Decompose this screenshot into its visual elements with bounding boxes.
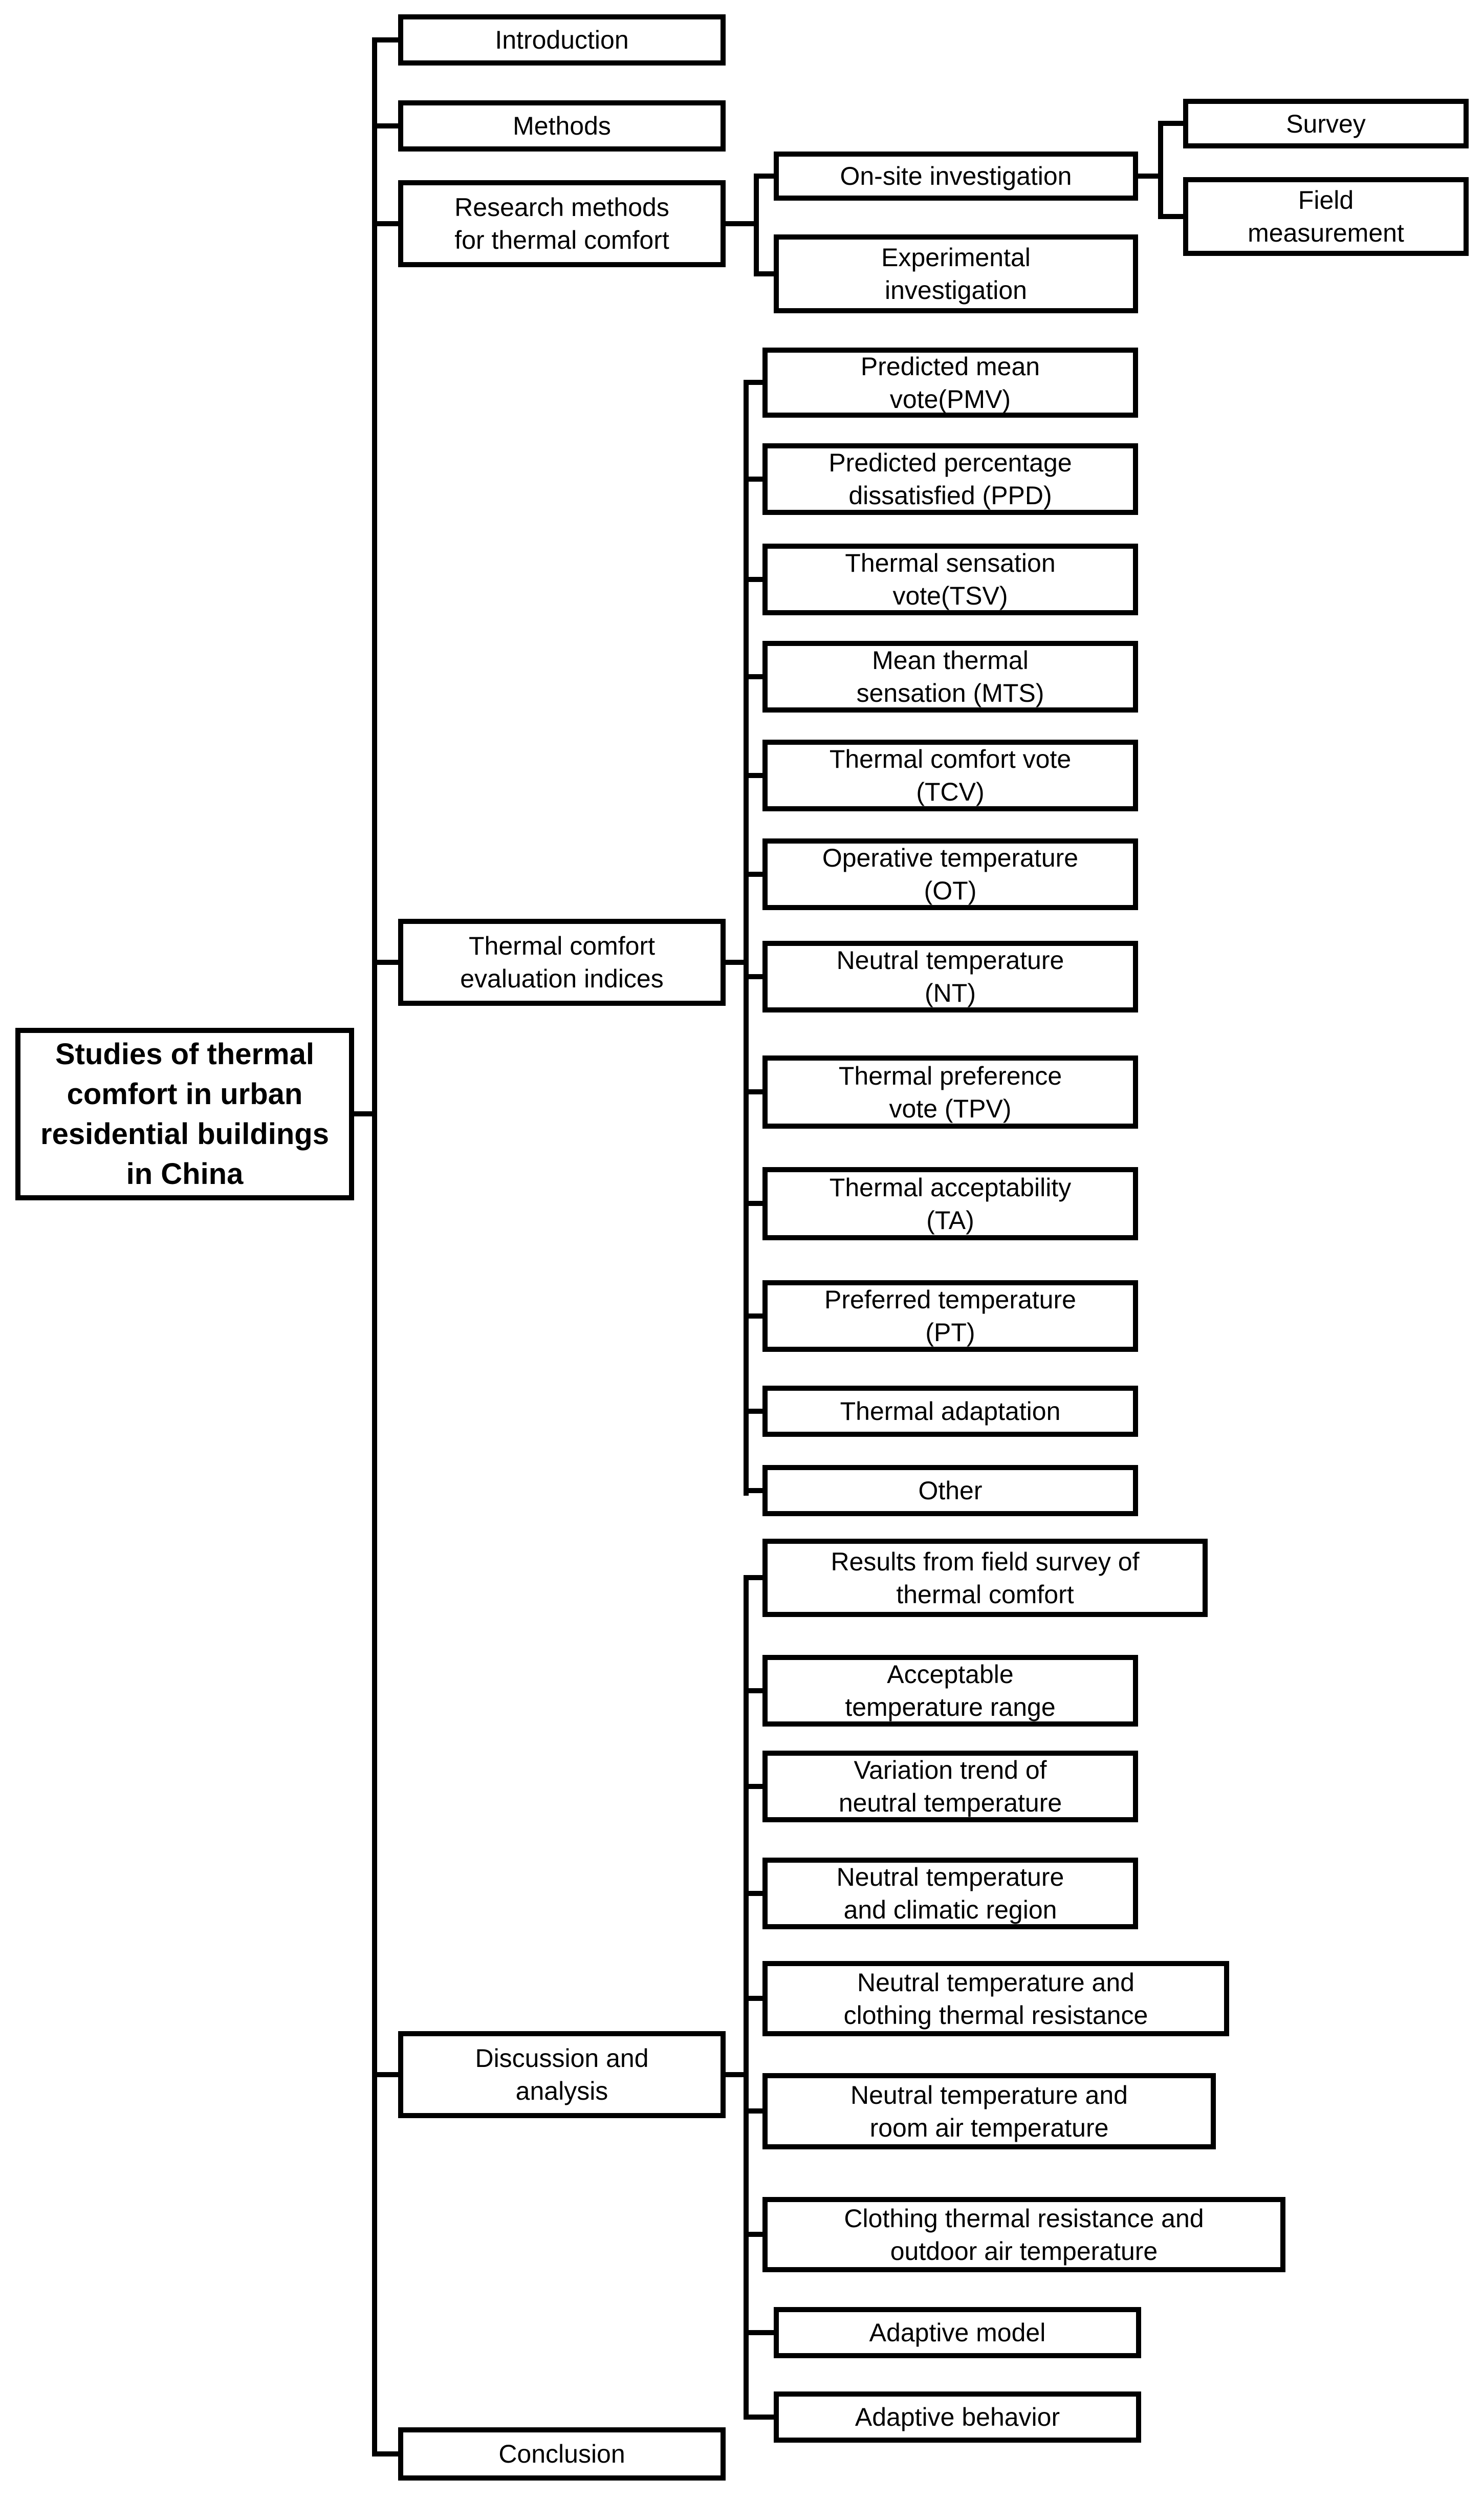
node-methods: Methods [398, 100, 726, 152]
connector-stub-pmv [744, 380, 762, 385]
connector-stub-other [744, 1488, 762, 1493]
connector-stub-adaptation [744, 1409, 762, 1414]
connector-stub-tcv [744, 773, 762, 778]
connector-onsite-out [1138, 174, 1163, 179]
connector-stub-climatic [744, 1891, 762, 1896]
node-tcv: Thermal comfort vote (TCV) [762, 740, 1138, 811]
node-mts: Mean thermal sensation (MTS) [762, 641, 1138, 713]
connector-research-out [726, 221, 756, 226]
connector-stub-introduction [372, 37, 398, 42]
connector-stub-ppd [744, 477, 762, 482]
connector-stub-tsv [744, 577, 762, 582]
connector-stub-indices [372, 960, 398, 965]
node-adaptive-behavior: Adaptive behavior [774, 2391, 1141, 2443]
connector-stub-onsite [754, 174, 774, 179]
connector-stub-adaptive-model [744, 2330, 774, 2335]
connector-stub-pt [744, 1313, 762, 1319]
connector-stub-tpv [744, 1089, 762, 1094]
node-introduction: Introduction [398, 14, 726, 66]
node-ta: Thermal acceptability (TA) [762, 1167, 1138, 1240]
connector-indices-out [726, 960, 749, 965]
connector-stub-experimental [754, 271, 774, 276]
node-conclusion: Conclusion [398, 2427, 726, 2481]
connector-stub-methods [372, 123, 398, 128]
connector-stub-conclusion [372, 2451, 398, 2456]
node-discussion: Discussion and analysis [398, 2031, 726, 2118]
node-ot: Operative temperature (OT) [762, 838, 1138, 910]
connector-stub-survey [1158, 121, 1183, 126]
connector-stub-results [744, 1575, 762, 1580]
node-indices: Thermal comfort evaluation indices [398, 919, 726, 1006]
connector-root-stub [354, 1111, 377, 1116]
node-outdoor-air-temperature: Clothing thermal resistance and outdoor … [762, 2197, 1285, 2272]
connector-research-spine [754, 174, 759, 276]
connector-stub-acceptable [744, 1688, 762, 1693]
node-ppd: Predicted percentage dissatisfied (PPD) [762, 443, 1138, 515]
node-survey: Survey [1183, 99, 1469, 148]
connector-indices-spine [744, 380, 749, 1496]
connector-stub-adaptive-behavior [744, 2415, 774, 2420]
node-pt: Preferred temperature (PT) [762, 1280, 1138, 1352]
connector-stub-variation [744, 1784, 762, 1789]
connector-stub-discussion [372, 2072, 398, 2077]
node-variation-trend: Variation trend of neutral temperature [762, 1751, 1138, 1822]
node-experimental-investigation: Experimental investigation [774, 234, 1138, 313]
connector-stub-ta [744, 1201, 762, 1206]
connector-stub-research-methods [372, 221, 398, 226]
connector-stub-clothing-resistance [744, 1996, 762, 2001]
node-root: Studies of thermal comfort in urban resi… [15, 1028, 354, 1200]
connector-stub-field-measurement [1158, 214, 1183, 219]
node-adaptive-model: Adaptive model [774, 2307, 1141, 2358]
node-on-site-investigation: On-site investigation [774, 152, 1138, 201]
connector-stub-ot [744, 872, 762, 877]
node-pmv: Predicted mean vote(PMV) [762, 348, 1138, 418]
node-clothing-resistance: Neutral temperature and clothing thermal… [762, 1961, 1229, 2036]
node-thermal-adaptation: Thermal adaptation [762, 1386, 1138, 1437]
node-results-field-survey: Results from field survey of thermal com… [762, 1539, 1208, 1617]
connector-stub-mts [744, 674, 762, 679]
connector-stub-outdoor [744, 2232, 762, 2237]
node-tpv: Thermal preference vote (TPV) [762, 1055, 1138, 1129]
node-tsv: Thermal sensation vote(TSV) [762, 544, 1138, 615]
connector-stub-nt [744, 974, 762, 979]
node-field-measurement: Field measurement [1183, 177, 1469, 256]
connector-discussion-out [726, 2072, 749, 2077]
connector-main-spine [372, 37, 377, 2456]
node-nt: Neutral temperature (NT) [762, 941, 1138, 1012]
node-research-methods: Research methods for thermal comfort [398, 180, 726, 267]
connector-stub-room-air [744, 2108, 762, 2114]
node-acceptable-range: Acceptable temperature range [762, 1655, 1138, 1727]
connector-onsite-spine [1158, 121, 1163, 219]
node-room-air-temperature: Neutral temperature and room air tempera… [762, 2073, 1216, 2149]
node-other: Other [762, 1465, 1138, 1516]
node-climatic-region: Neutral temperature and climatic region [762, 1858, 1138, 1929]
